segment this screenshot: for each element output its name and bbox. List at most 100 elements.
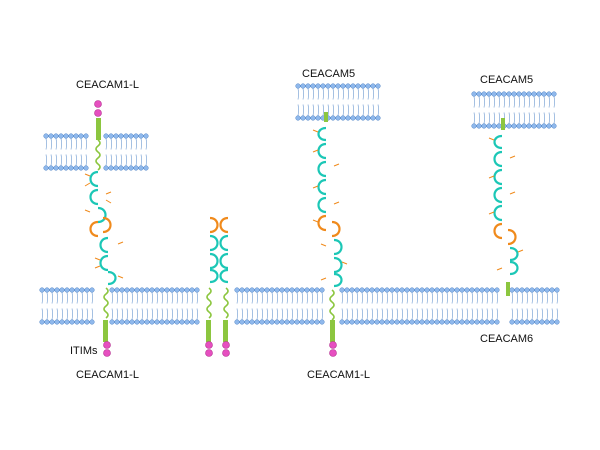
lipid-tail — [256, 308, 258, 320]
lipid-head — [429, 319, 435, 325]
lipid-tail — [546, 292, 548, 304]
lipid-head — [491, 123, 497, 129]
transmembrane-segment — [223, 320, 228, 342]
lipid-head — [83, 165, 89, 171]
lipid-tail — [81, 292, 83, 304]
lipid-head — [355, 115, 361, 121]
lipid-tail — [85, 138, 87, 150]
gpi-anchor — [501, 118, 505, 130]
lipid-tail — [145, 154, 147, 166]
lipid-head — [54, 287, 60, 293]
lipid-tail — [476, 292, 478, 304]
lipid-head — [484, 287, 490, 293]
lipid-head — [526, 123, 532, 129]
lipid-tail — [126, 308, 128, 320]
lipid-head — [509, 287, 515, 293]
lipid-tail — [145, 138, 147, 150]
lipid-head — [284, 319, 290, 325]
ig-domain — [219, 234, 229, 252]
lipid-tail — [151, 308, 153, 320]
lipid-head — [300, 83, 306, 89]
lipid-tail — [526, 308, 528, 320]
lipid-head — [89, 319, 95, 325]
lipid-head — [479, 319, 485, 325]
lipid-head — [184, 319, 190, 325]
lipid-tail — [466, 308, 468, 320]
n-domain — [317, 214, 327, 232]
lipid-head — [389, 287, 395, 293]
lipid-head — [294, 319, 300, 325]
lipid-head — [489, 319, 495, 325]
lipid-tail — [306, 292, 308, 304]
lipid-head — [149, 319, 155, 325]
lipid-tail — [476, 308, 478, 320]
lipid-head — [539, 319, 545, 325]
lipid-head — [409, 319, 415, 325]
lipid-tail — [381, 292, 383, 304]
lipid-head — [74, 287, 80, 293]
lipid-tail — [536, 308, 538, 320]
lipid-tail — [311, 292, 313, 304]
lipid-tail — [421, 308, 423, 320]
lipid-tail — [156, 308, 158, 320]
lipid-head — [53, 133, 59, 139]
lipid-head — [536, 91, 542, 97]
phosphate-dot — [103, 341, 111, 349]
lipid-head — [294, 287, 300, 293]
lipid-tail — [105, 154, 107, 166]
lipid-tail — [386, 292, 388, 304]
lipid-tail — [276, 308, 278, 320]
n-domain — [89, 220, 99, 238]
lipid-head — [123, 133, 129, 139]
lipid-head — [69, 287, 75, 293]
lipid-tail — [246, 292, 248, 304]
label-ceacam1l-bottom-middle: CEACAM1-L — [307, 369, 370, 381]
lipid-head — [58, 165, 64, 171]
lipid-tail — [541, 308, 543, 320]
phosphate-dot — [222, 341, 230, 349]
lipid-head — [239, 319, 245, 325]
transmembrane-segment — [206, 320, 211, 342]
lipid-tail — [521, 292, 523, 304]
lipid-head — [536, 123, 542, 129]
lipid-tail — [346, 292, 348, 304]
lipid-head — [73, 165, 79, 171]
lipid-tail — [251, 308, 253, 320]
lipid-tail — [518, 96, 520, 108]
lipid-head — [359, 287, 365, 293]
lipid-tail — [451, 308, 453, 320]
lipid-head — [399, 287, 405, 293]
lipid-head — [159, 319, 165, 325]
lipid-head — [494, 319, 500, 325]
lipid-head — [506, 91, 512, 97]
lipid-head — [118, 165, 124, 171]
lipid-head — [389, 319, 395, 325]
lipid-tail — [436, 292, 438, 304]
lipid-bilayer — [471, 91, 557, 129]
lipid-tail — [91, 292, 93, 304]
lipid-head — [139, 287, 145, 293]
lipid-head — [44, 319, 50, 325]
lipid-head — [546, 91, 552, 97]
lipid-head — [234, 287, 240, 293]
lipid-head — [309, 319, 315, 325]
lipid-tail — [166, 292, 168, 304]
lipid-head — [449, 319, 455, 325]
lipid-head — [439, 287, 445, 293]
lipid-head — [354, 319, 360, 325]
linker-wave — [95, 139, 101, 171]
lipid-tail — [136, 292, 138, 304]
lipid-head — [114, 287, 120, 293]
lipid-tail — [513, 112, 515, 124]
lipid-tail — [65, 138, 67, 150]
lipid-tail — [115, 154, 117, 166]
lipid-bilayer — [39, 287, 560, 325]
lipid-head — [514, 287, 520, 293]
lipid-head — [154, 287, 160, 293]
phosphate-dot — [94, 100, 102, 108]
lipid-head — [374, 287, 380, 293]
lipid-tail — [46, 308, 48, 320]
lipid-tail — [483, 112, 485, 124]
lipid-tail — [528, 112, 530, 124]
